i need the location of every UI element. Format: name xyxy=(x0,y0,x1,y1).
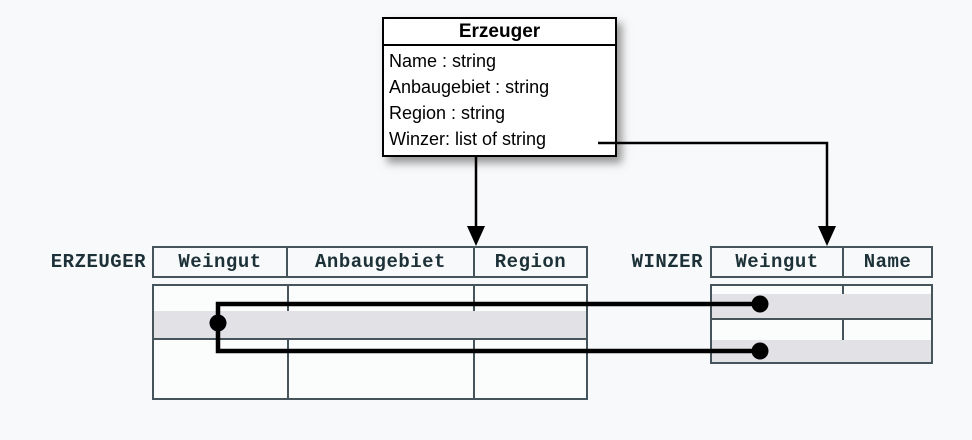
winzer-body-table xyxy=(710,284,933,364)
winzer-attribute-arrow xyxy=(598,141,836,246)
erzeuger-header-table: Weingut Anbaugebiet Region xyxy=(152,246,588,278)
class-attribute-name: Name : string xyxy=(389,51,497,71)
class-box-attributes: Name : string Anbaugebiet : string Regio… xyxy=(384,46,615,155)
class-attribute-anbaugebiet: Anbaugebiet : string xyxy=(389,77,550,97)
winzer-header-cell-name: Name xyxy=(842,248,931,276)
winzer-header-cell-weingut: Weingut xyxy=(735,251,819,273)
erzeuger-header-cell-weingut: Weingut xyxy=(178,251,262,273)
erzeuger-body-table xyxy=(152,284,588,400)
winzer-header-table: Weingut Name xyxy=(710,246,933,278)
column-separator xyxy=(842,286,844,362)
highlighted-row xyxy=(154,311,586,338)
highlighted-row xyxy=(712,294,931,318)
arrowhead-icon xyxy=(467,226,485,246)
grid-line xyxy=(154,338,586,340)
class-box-erzeuger: Erzeuger Name : string Anbaugebiet : str… xyxy=(382,17,617,157)
class-attribute-winzer: Winzer: list of string xyxy=(389,129,547,149)
class-attribute-region: Region : string xyxy=(389,103,506,123)
winzer-table-label: WINZER xyxy=(631,251,703,273)
grid-line xyxy=(712,318,931,320)
erzeuger-header-cell-anbaugebiet: Anbaugebiet xyxy=(286,248,473,276)
highlighted-row xyxy=(712,340,931,362)
column-separator xyxy=(473,286,475,398)
erzeuger-header-cell-region: Region xyxy=(473,248,586,276)
erzeuger-table-label: ERZEUGER xyxy=(50,251,146,273)
class-box-title: Erzeuger xyxy=(384,19,615,46)
class-to-erzeuger-arrow xyxy=(467,156,485,246)
column-separator xyxy=(287,286,289,398)
arrowhead-icon xyxy=(818,226,836,246)
